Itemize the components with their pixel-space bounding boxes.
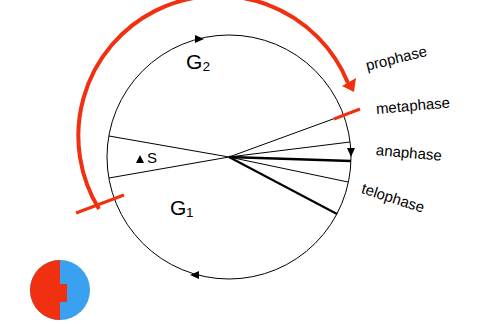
mitosis-label: anaphase xyxy=(375,142,442,164)
red-arc xyxy=(78,0,348,209)
phase-label: S xyxy=(147,150,157,167)
direction-arrowhead xyxy=(190,271,199,279)
red-tick xyxy=(76,195,124,213)
cell-icon-half xyxy=(30,260,67,320)
mitosis-label: metaphase xyxy=(375,95,450,118)
phase-label: G₂ xyxy=(186,50,211,73)
direction-arrowhead xyxy=(195,35,204,43)
cycle-circle xyxy=(107,35,351,279)
phase-boundary xyxy=(229,142,350,157)
phase-label: G₁ xyxy=(170,196,193,219)
phase-boundary xyxy=(229,157,337,214)
red-arrowhead xyxy=(342,78,356,92)
direction-arrowhead xyxy=(347,148,355,157)
phase-boundary xyxy=(229,157,348,182)
phase-boundary xyxy=(109,157,229,178)
phase-boundary xyxy=(109,136,229,157)
mitosis-label: prophase xyxy=(364,43,429,74)
mitosis-label: telophase xyxy=(359,180,426,216)
direction-arrowhead xyxy=(136,155,144,163)
phase-boundary xyxy=(229,115,344,157)
red-tick xyxy=(334,109,360,119)
cell-icon xyxy=(30,260,90,320)
